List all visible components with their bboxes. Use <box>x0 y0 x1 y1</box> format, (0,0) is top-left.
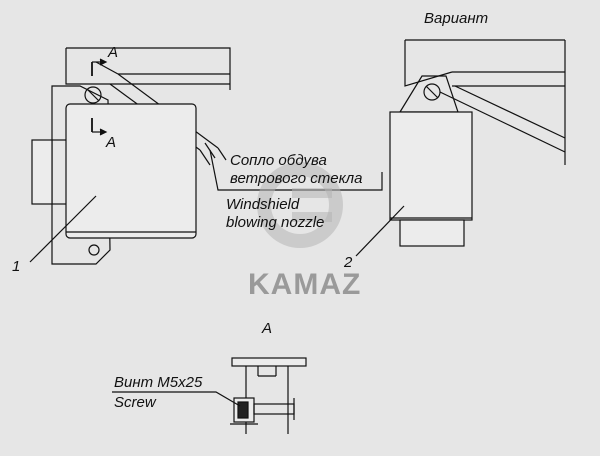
left-connector <box>31 139 53 205</box>
callout-2-leader <box>355 205 405 257</box>
detail-a <box>230 357 307 434</box>
valve-body-2 <box>389 111 473 247</box>
bolt-bottom-left <box>88 244 100 256</box>
detail-a-title: A <box>262 320 273 337</box>
nozzle-en-line1: Windshield <box>226 196 300 213</box>
nozzle-ru-line2: ветрового стекла <box>230 170 363 187</box>
section-marker <box>91 58 108 136</box>
bolt-right <box>423 83 441 101</box>
section-a-bottom-label: A <box>106 134 117 151</box>
nozzle-en-line2: blowing nozzle <box>226 214 325 231</box>
bottom-connector <box>399 219 465 247</box>
section-a-top-label: A <box>108 44 119 61</box>
screw-ru-label: Винт М5х25 <box>114 374 203 391</box>
left-bracket <box>51 85 111 265</box>
variant-label: Вариант <box>424 10 489 27</box>
callout-2: 2 <box>344 254 353 271</box>
screw-head <box>237 401 249 419</box>
nozzle-ru-line1: Сопло обдува <box>230 152 327 169</box>
watermark-text: KAMAZ <box>248 268 362 301</box>
callout-1-leader <box>29 195 97 263</box>
screw-leader <box>112 391 241 407</box>
right-frame <box>404 39 566 165</box>
valve-body-1 <box>31 103 197 239</box>
bolt-top-left <box>84 86 102 104</box>
callout-1: 1 <box>12 258 21 275</box>
screw-en-label: Screw <box>114 394 156 411</box>
